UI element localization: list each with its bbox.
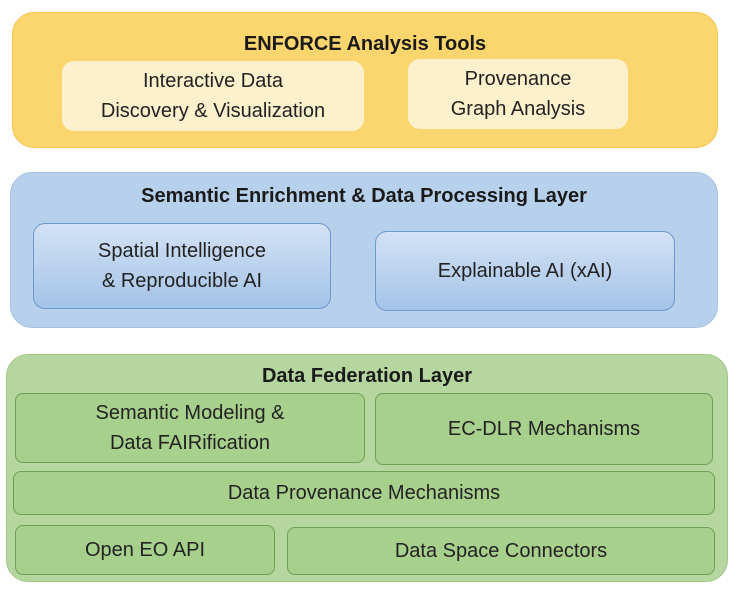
open-eo-api-label: Open EO API <box>84 539 206 561</box>
provenance-graph-analysis-label: Provenance Graph Analysis <box>450 68 586 120</box>
explainable-ai-box: Explainable AI (xAI) <box>375 231 675 311</box>
semantic-modeling-box: Semantic Modeling & Data FAIRification <box>15 393 365 463</box>
ec-dlr-mechanisms-label: EC-DLR Mechanisms <box>447 418 641 440</box>
explainable-ai-label: Explainable AI (xAI) <box>437 260 613 282</box>
data-space-connectors-box: Data Space Connectors <box>287 527 715 575</box>
data-space-connectors-label: Data Space Connectors <box>394 540 608 562</box>
provenance-graph-analysis-box: Provenance Graph Analysis <box>408 59 628 129</box>
spatial-intelligence-label: Spatial Intelligence & Reproducible AI <box>98 240 266 292</box>
data-provenance-mechanisms-label: Data Provenance Mechanisms <box>227 482 501 504</box>
data-federation-title: Data Federation Layer <box>261 365 473 387</box>
data-federation-layer: Data Federation Layer Semantic Modeling … <box>6 354 728 582</box>
analysis-tools-title: ENFORCE Analysis Tools <box>243 33 487 55</box>
spatial-intelligence-box: Spatial Intelligence & Reproducible AI <box>33 223 331 309</box>
ec-dlr-mechanisms-box: EC-DLR Mechanisms <box>375 393 713 465</box>
data-provenance-mechanisms-box: Data Provenance Mechanisms <box>13 471 715 515</box>
interactive-data-discovery-label: Interactive Data Discovery & Visualizati… <box>100 70 326 122</box>
open-eo-api-box: Open EO API <box>15 525 275 575</box>
interactive-data-discovery-box: Interactive Data Discovery & Visualizati… <box>62 61 364 131</box>
semantic-modeling-label: Semantic Modeling & Data FAIRification <box>95 402 285 454</box>
analysis-tools-layer: ENFORCE Analysis Tools Interactive Data … <box>12 12 718 148</box>
semantic-enrichment-layer: Semantic Enrichment & Data Processing La… <box>10 172 718 328</box>
semantic-enrichment-title: Semantic Enrichment & Data Processing La… <box>141 185 587 207</box>
